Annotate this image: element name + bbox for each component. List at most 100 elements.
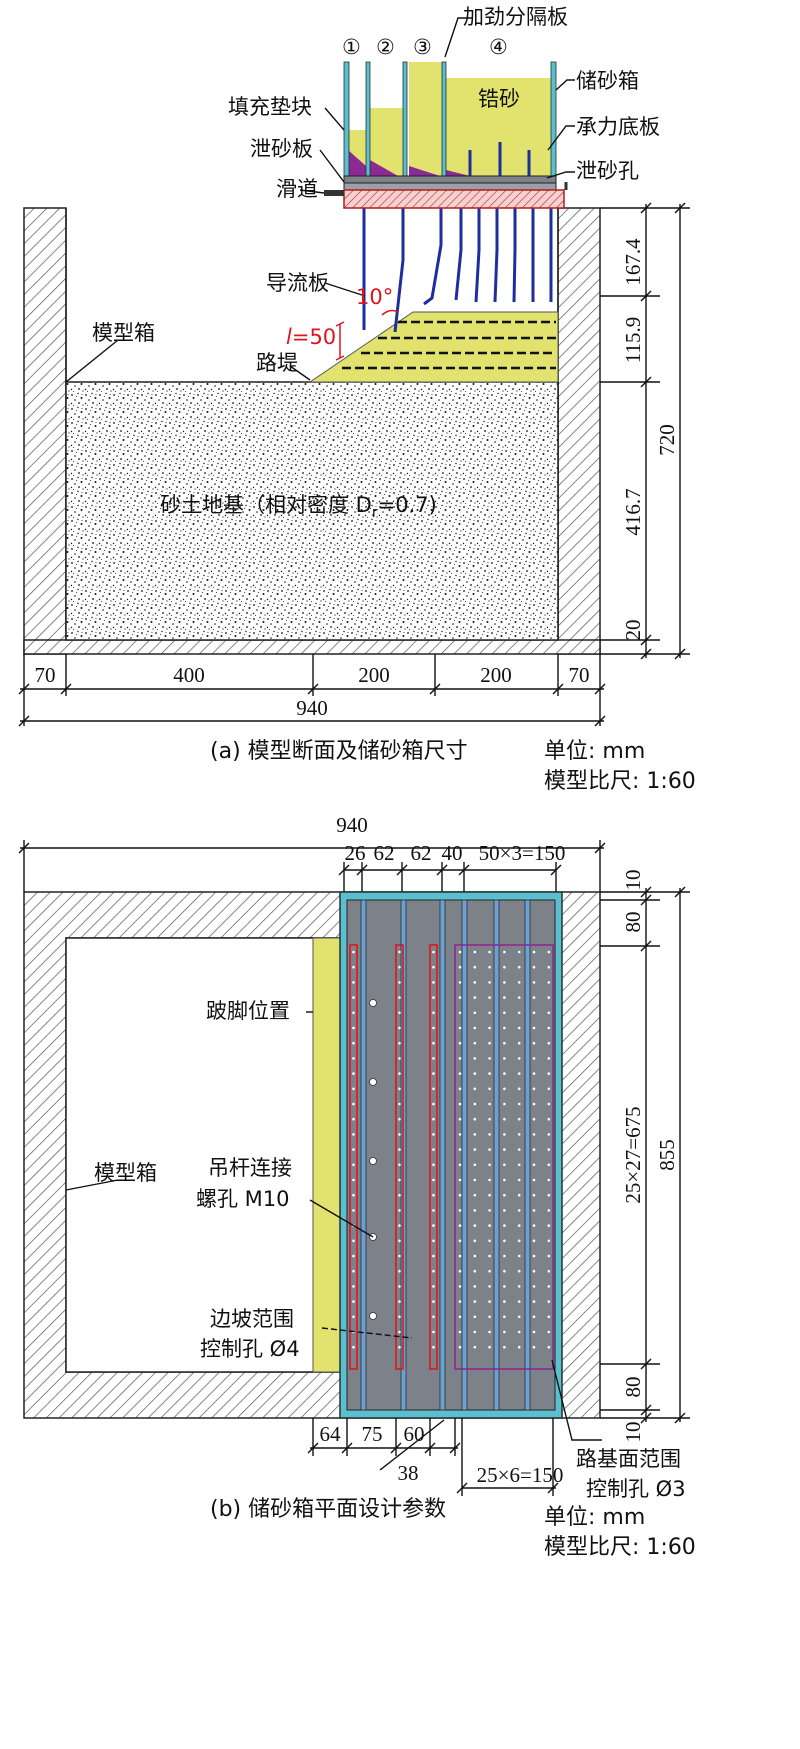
slope-hole [398, 1102, 401, 1106]
slope-hole [352, 1300, 355, 1303]
subgrade-hole [517, 1011, 521, 1015]
slope-hole [352, 1285, 355, 1288]
subgrade-hole [473, 1041, 477, 1045]
subgrade-hole [458, 1041, 462, 1045]
slope-hole [398, 1300, 401, 1303]
slope-hole [432, 1300, 435, 1303]
slope-hole [398, 950, 401, 954]
slope-hole [398, 996, 401, 999]
top-seg-dims-b [338, 862, 562, 896]
subgrade-hole [517, 1178, 521, 1182]
subgrade-hole [547, 1345, 551, 1349]
slope-hole [432, 1026, 435, 1030]
subgrade-hole [488, 1026, 491, 1030]
subgrade-hole [473, 1300, 477, 1303]
subgrade-hole [532, 1239, 536, 1243]
toe-position-label: 跛脚位置 [206, 999, 290, 1023]
slope-hole [398, 1087, 401, 1091]
slope-hole [398, 1163, 401, 1167]
subgrade-range-label-2: 控制孔 Ø3 [586, 1477, 686, 1501]
subgrade-hole [503, 1133, 506, 1136]
subgrade-hole [547, 1133, 551, 1136]
subgrade-hole [473, 1148, 477, 1151]
slope-hole [432, 1011, 435, 1015]
subgrade-hole [503, 1011, 506, 1015]
slope-hole [398, 1269, 401, 1273]
svg-text:砂土地基（相对密度 Dr=0.7): 砂土地基（相对密度 Dr=0.7) [160, 493, 437, 521]
slope-hole [432, 1148, 435, 1151]
subgrade-hole [473, 965, 477, 969]
unit-a: 单位: mm [544, 739, 645, 764]
dim-40: 40 [442, 841, 463, 865]
subgrade-hole [503, 1148, 506, 1151]
stiffener-label: 加劲分隔板 [463, 5, 568, 29]
dim-416-7: 416.7 [621, 488, 645, 535]
dim-62-a: 62 [374, 841, 395, 865]
subgrade-hole [458, 1224, 462, 1227]
subgrade-hole [488, 1163, 491, 1167]
subgrade-hole [458, 1178, 462, 1182]
subgrade-hole [473, 1345, 477, 1349]
subgrade-hole [473, 1209, 477, 1212]
slope-hole [352, 965, 355, 969]
subgrade-hole [473, 1330, 477, 1334]
dim-60: 60 [404, 1422, 425, 1446]
subgrade-hole [517, 1239, 521, 1243]
subgrade-hole [503, 1209, 506, 1212]
leaders-a [65, 17, 575, 383]
slope-hole [432, 1041, 435, 1045]
filling-block-1 [348, 150, 366, 176]
subgrade-hole [547, 1193, 551, 1197]
subgrade-hole [488, 1224, 491, 1227]
slope-hole [432, 1315, 435, 1319]
subgrade-hole [473, 1133, 477, 1136]
rod-holes-label-2: 螺孔 M10 [196, 1187, 290, 1211]
subgrade-hole [473, 1087, 477, 1091]
subgrade-control-holes [458, 950, 551, 1349]
subgrade-hole [488, 1193, 491, 1197]
subgrade-hole [547, 1269, 551, 1273]
subgrade-hole [547, 965, 551, 969]
svg-text:l=50: l=50 [286, 325, 336, 349]
unit-b: 单位: mm [544, 1505, 645, 1530]
subgrade-hole [503, 1193, 506, 1197]
subgrade-hole [517, 1102, 521, 1106]
subgrade-hole [488, 1330, 491, 1334]
subgrade-hole [547, 1072, 551, 1075]
subgrade-hole [473, 1011, 477, 1015]
zircon-sand-label: 锆砂 [478, 87, 520, 111]
slope-hole [352, 1026, 355, 1030]
subgrade-hole [532, 1178, 536, 1182]
dim-70-right: 70 [569, 663, 590, 687]
slope-hole [432, 1285, 435, 1288]
subgrade-hole [532, 996, 536, 999]
slope-hole [352, 1102, 355, 1106]
slope-hole [398, 965, 401, 969]
subgrade-hole [488, 1315, 491, 1319]
subgrade-range-label-1: 路基面范围 [576, 1447, 681, 1471]
subgrade-hole [473, 1269, 477, 1273]
subgrade-hole [517, 981, 521, 984]
subgrade-hole [532, 1163, 536, 1167]
subgrade-hole [503, 1345, 506, 1349]
subgrade-hole [458, 1087, 462, 1091]
bottom-dims-a [18, 654, 606, 727]
subgrade-hole [532, 1285, 536, 1288]
slope-hole [432, 1057, 435, 1060]
slope-hole [432, 1345, 435, 1349]
subgrade-hole [473, 1239, 477, 1243]
subgrade-hole [517, 1041, 521, 1045]
subgrade-hole [517, 1315, 521, 1319]
subgrade-hole [517, 1057, 521, 1060]
subgrade-hole [547, 996, 551, 999]
filling-block-label: 填充垫块 [228, 95, 312, 119]
model-box-label-b: 模型箱 [94, 1161, 157, 1185]
guide-plate-label: 导流板 [266, 271, 329, 295]
subgrade-hole [517, 996, 521, 999]
subgrade-hole [517, 1345, 521, 1349]
subgrade-hole [473, 1163, 477, 1167]
subgrade-hole [488, 1057, 491, 1060]
subgrade-hole [488, 1209, 491, 1212]
dim-80-top: 80 [621, 912, 645, 933]
